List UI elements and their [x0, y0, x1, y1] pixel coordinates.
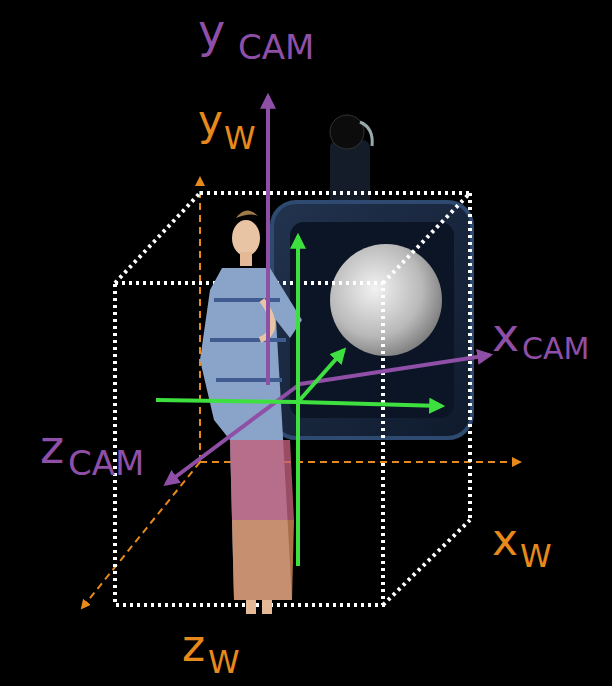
- object-axes: [156, 236, 442, 566]
- person: [200, 210, 302, 614]
- axis-letter: z: [182, 624, 205, 668]
- axis-letter: x: [492, 312, 519, 358]
- axis-subscript: CAM: [238, 30, 314, 64]
- axis-letter: x: [492, 518, 518, 562]
- axis-subscript: W: [208, 646, 240, 678]
- camera: [272, 115, 472, 438]
- world-axes: [82, 178, 520, 608]
- axis-subscript: CAM: [522, 334, 589, 364]
- axis-letter: y: [198, 100, 223, 142]
- axis-letter: y: [198, 8, 225, 54]
- camera-axes: [166, 96, 490, 484]
- axis-subscript: W: [520, 540, 552, 572]
- axis-subscript: W: [224, 122, 256, 154]
- axis-letter: z: [40, 424, 64, 470]
- axis-subscript: CAM: [68, 446, 144, 480]
- dotted-cube: [115, 193, 470, 605]
